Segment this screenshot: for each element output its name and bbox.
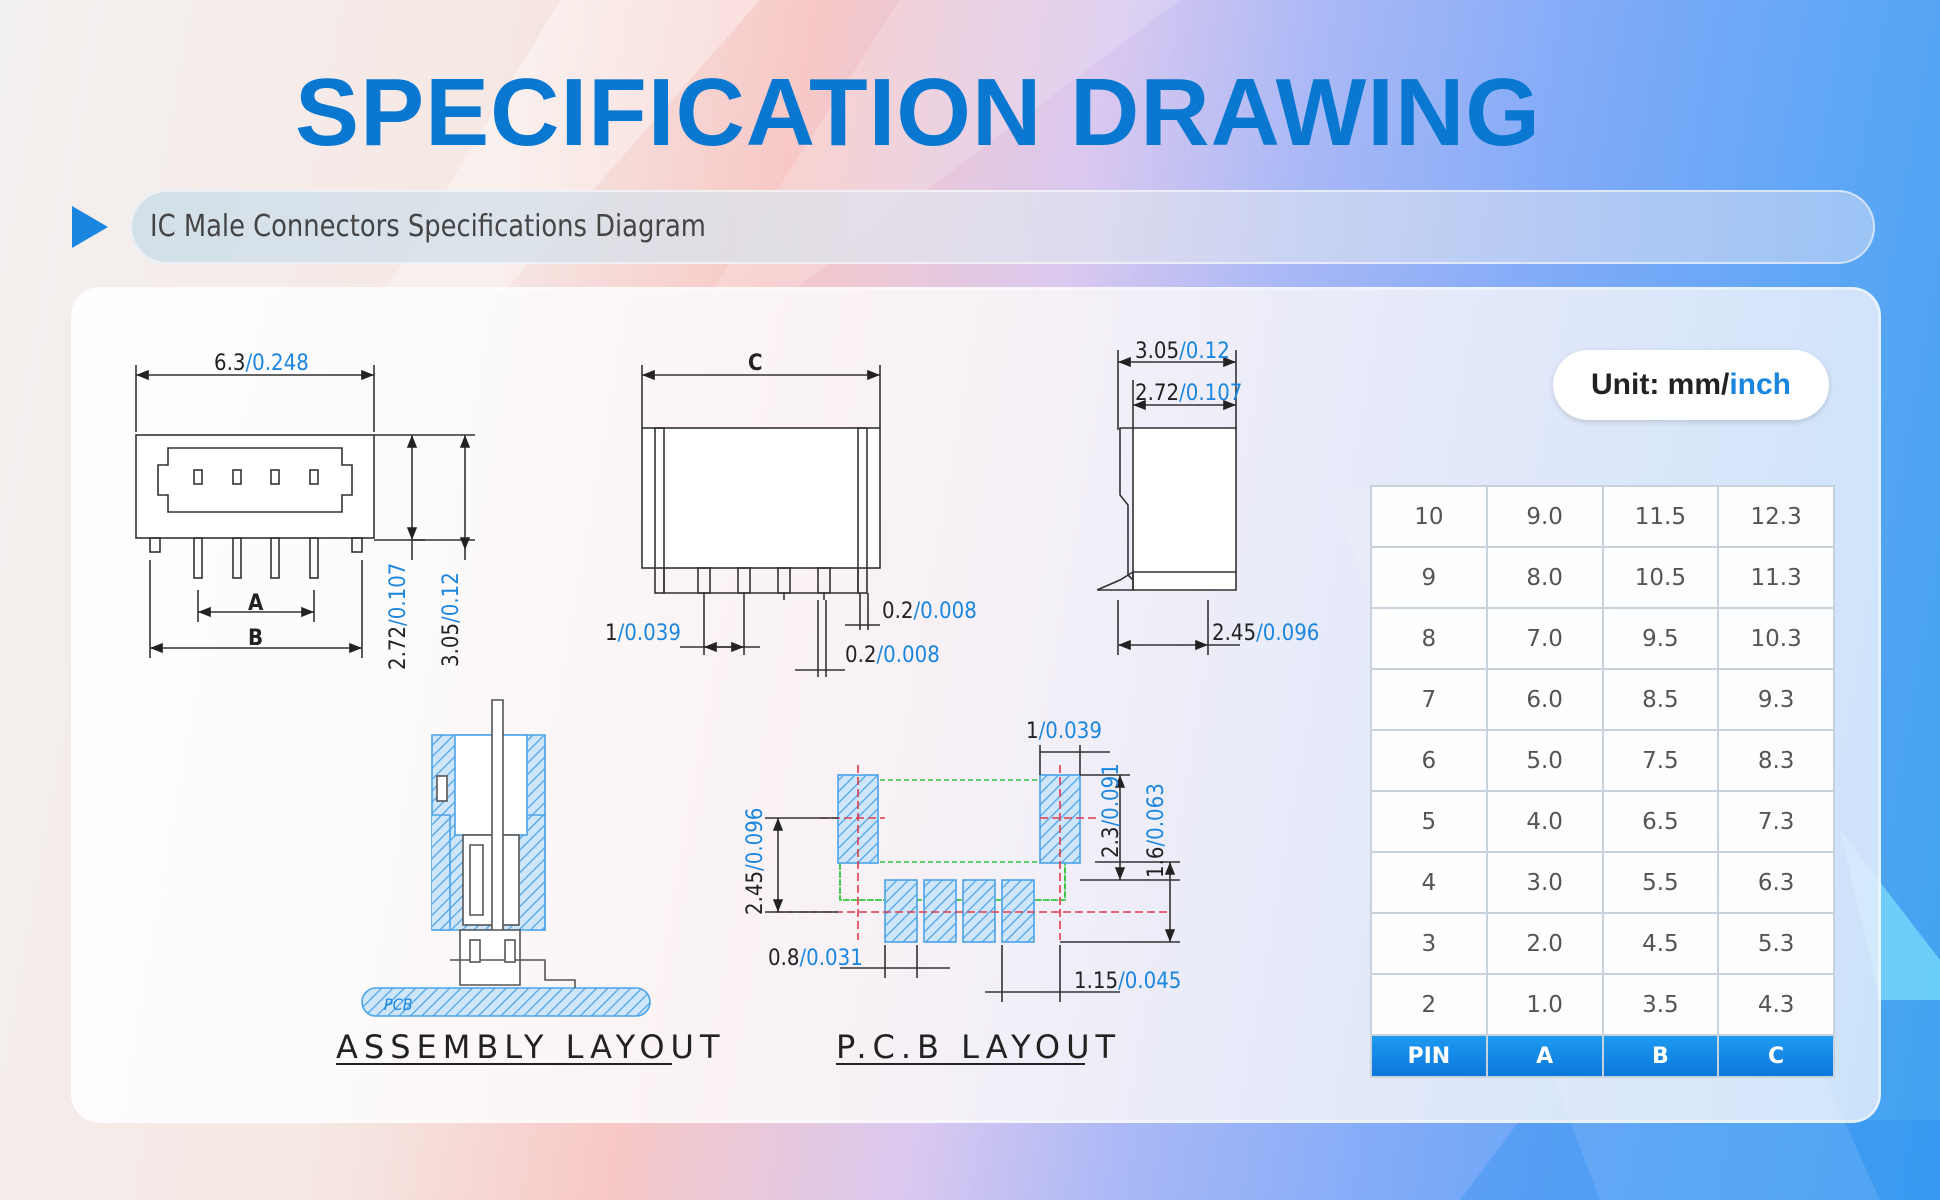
dim-height2: 3.05/0.12: [439, 572, 464, 667]
dim-height1: 2.72/0.107: [386, 563, 411, 670]
table-header-cell: C: [1717, 1034, 1835, 1078]
table-cell: 6.3: [1717, 851, 1835, 914]
pcb-layout: [765, 745, 1180, 1002]
table-cell: 11.3: [1717, 546, 1835, 609]
table-cell: 10.5: [1601, 546, 1720, 609]
table-cell: 5: [1370, 790, 1488, 853]
table-cell: 6: [1370, 729, 1488, 792]
table-cell: 8.5: [1601, 668, 1720, 731]
subtitle-bar: [130, 190, 1875, 264]
top-view: [135, 365, 475, 658]
dim-b-label: B: [248, 626, 263, 651]
table-cell: 12.3: [1717, 485, 1835, 548]
table-header-cell: PIN: [1370, 1034, 1488, 1078]
unit-badge: Unit: mm/inch: [1553, 350, 1829, 420]
dim-pcb-offset: 1.15/0.045: [1074, 969, 1181, 994]
table-cell: 2: [1370, 973, 1488, 1036]
table-cell: 9.5: [1601, 607, 1720, 670]
dim-pin-width1: 0.2/0.008: [882, 599, 977, 624]
dim-pcb-height1: 2.3/0.091: [1099, 763, 1124, 858]
dim-pcb-pad: 0.8/0.031: [768, 946, 863, 971]
table-cell: 1.0: [1485, 973, 1604, 1036]
dim-top-width: 6.3/0.248: [214, 351, 309, 376]
table-cell: 11.5: [1601, 485, 1720, 548]
table-cell: 10.3: [1717, 607, 1835, 670]
pcb-tag: PCB: [384, 995, 413, 1014]
table-cell: 5.5: [1601, 851, 1720, 914]
table-cell: 10: [1370, 485, 1488, 548]
dim-pcb-pitch: 1/0.039: [1026, 719, 1102, 744]
table-cell: 4.0: [1485, 790, 1604, 853]
assembly-layout: [361, 699, 651, 1017]
front-view: [641, 365, 881, 677]
table-cell: 3.5: [1601, 973, 1720, 1036]
table-cell: 8.0: [1485, 546, 1604, 609]
assembly-caption: ASSEMBLY LAYOUT: [336, 1028, 726, 1066]
pcb-caption: P.C.B LAYOUT: [836, 1028, 1121, 1066]
table-cell: 9.3: [1717, 668, 1835, 731]
dim-pitch: 1/0.039: [605, 621, 681, 646]
unit-prefix: Unit: mm/: [1591, 368, 1730, 401]
side-view: [1096, 350, 1240, 655]
table-cell: 4.3: [1717, 973, 1835, 1036]
table-cell: 6.5: [1601, 790, 1720, 853]
table-cell: 8: [1370, 607, 1488, 670]
table-cell: 7.3: [1717, 790, 1835, 853]
page-title: SPECIFICATION DRAWING: [295, 59, 1541, 166]
table-header-cell: B: [1601, 1034, 1720, 1078]
table-cell: 9: [1370, 546, 1488, 609]
table-cell: 8.3: [1717, 729, 1835, 792]
table-cell: 3: [1370, 912, 1488, 975]
table-cell: 4: [1370, 851, 1488, 914]
table-cell: 5.0: [1485, 729, 1604, 792]
dim-pcb-height2: 1.6/0.063: [1144, 783, 1169, 878]
table-cell: 6.0: [1485, 668, 1604, 731]
table-header-cell: A: [1485, 1034, 1604, 1078]
table-cell: 5.3: [1717, 912, 1835, 975]
dim-pin-width2: 0.2/0.008: [845, 643, 940, 668]
table-cell: 3.0: [1485, 851, 1604, 914]
table-cell: 4.5: [1601, 912, 1720, 975]
dim-side-width1: 3.05/0.12: [1135, 339, 1230, 364]
dim-c-label: C: [748, 351, 763, 376]
table-cell: 7.0: [1485, 607, 1604, 670]
unit-suffix: inch: [1729, 368, 1791, 401]
table-cell: 9.0: [1485, 485, 1604, 548]
table-cell: 7: [1370, 668, 1488, 731]
play-arrow-icon: [72, 206, 108, 248]
dim-a-label: A: [248, 591, 264, 616]
table-cell: 7.5: [1601, 729, 1720, 792]
subtitle: IC Male Connectors Specifications Diagra…: [150, 209, 706, 244]
dim-pcb-length: 2.45/0.096: [743, 808, 768, 915]
dim-side-bottom: 2.45/0.096: [1212, 621, 1319, 646]
dim-side-width2: 2.72/0.107: [1135, 381, 1242, 406]
table-cell: 2.0: [1485, 912, 1604, 975]
